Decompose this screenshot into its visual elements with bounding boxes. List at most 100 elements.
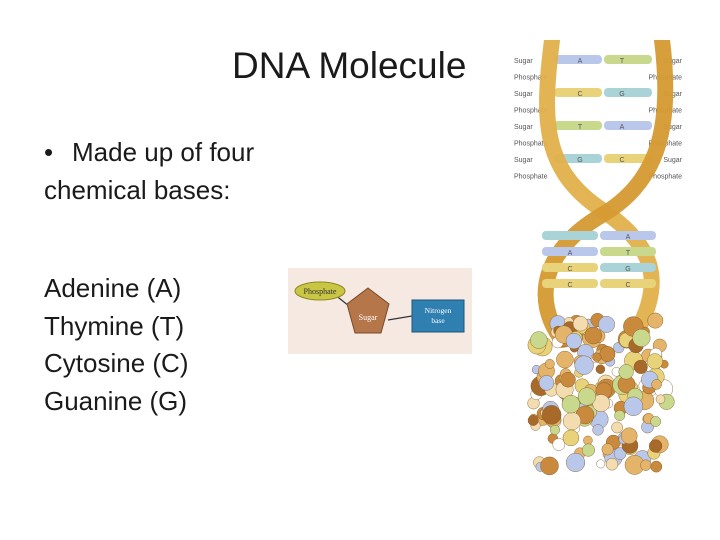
atom-sphere: [640, 459, 652, 471]
lower-pair-bar-left: [542, 247, 598, 256]
base-pair-letter-right: C: [619, 157, 624, 164]
atom-sphere: [596, 459, 606, 469]
bullet-point: •Made up of four chemical bases:: [44, 134, 324, 209]
ladder-label-right: Sugar: [663, 157, 682, 164]
lower-pair-bar-left: [542, 279, 598, 288]
nitrogen-base-label-1: Nitrogen: [425, 306, 452, 315]
base-pair-letter-left: T: [578, 124, 583, 131]
atom-sphere: [561, 395, 580, 414]
atom-sphere: [632, 328, 651, 347]
atom-sphere: [566, 452, 586, 472]
lower-pair-bar-left: [542, 231, 598, 240]
atom-sphere: [565, 332, 583, 350]
ladder-label-right: Phosphate: [649, 174, 683, 181]
atom-sphere: [611, 421, 623, 434]
atom-sphere: [563, 412, 582, 431]
atom-sphere: [592, 352, 602, 362]
ladder-label-left: Sugar: [514, 124, 533, 131]
atom-sphere: [577, 387, 596, 406]
base-pair-letter-left: A: [578, 58, 583, 65]
atom-sphere: [560, 372, 576, 388]
lower-pair-letter-right: T: [626, 250, 631, 257]
atom-sphere: [552, 438, 566, 451]
phosphate-shape: [294, 281, 346, 301]
bases-list: Adenine (A) Thymine (T) Cytosine (C) Gua…: [44, 270, 188, 421]
atom-sphere: [540, 456, 559, 476]
lower-pair-bar-right: [600, 279, 656, 288]
lower-pair-bar-left: [542, 263, 598, 272]
lower-pair-letter-right: A: [626, 234, 631, 241]
ladder-label-right: Sugar: [663, 124, 682, 131]
atom-sphere: [572, 316, 589, 332]
atom-sphere: [651, 379, 662, 390]
base-pair-bar-left: [554, 88, 602, 97]
base-cytosine: Cytosine (C): [44, 348, 189, 379]
atom-sphere: [613, 447, 627, 460]
base-pair-bar-right: [604, 88, 652, 97]
ladder-label-left: Sugar: [514, 91, 533, 98]
lower-pair-bar-right: [600, 231, 656, 240]
nitrogen-base-box: [411, 299, 465, 333]
atom-sphere: [581, 443, 595, 457]
atom-sphere: [530, 331, 548, 349]
backbone-strand-2: [537, 40, 674, 348]
sugar-pentagon: [346, 287, 390, 334]
atom-sphere: [649, 439, 663, 453]
base-pair-bar-right: [604, 55, 652, 64]
atom-sphere: [618, 364, 634, 380]
base-pair-letter-right: T: [620, 58, 625, 65]
bullet-icon: •: [44, 137, 54, 167]
atom-sphere: [584, 326, 603, 345]
lower-pair-letter-right: C: [625, 282, 630, 289]
atom-sphere: [562, 429, 580, 447]
base-pair-bar-left: [554, 55, 602, 64]
atom-sphere: [550, 424, 561, 435]
atom-sphere: [650, 416, 661, 427]
atom-sphere: [599, 346, 616, 362]
nucleotide-diagram: Phosphate Sugar Nitrogen base: [288, 268, 472, 354]
ladder-label-left: Phosphate: [514, 141, 548, 148]
atom-sphere: [646, 353, 663, 370]
base-pair-letter-left: C: [577, 91, 582, 98]
atom-sphere: [595, 364, 606, 374]
atom-sphere: [592, 424, 604, 436]
lower-pair-letter-left: C: [567, 282, 572, 289]
ladder-label-left: Sugar: [514, 58, 533, 65]
sugar-label: Sugar: [359, 313, 378, 322]
atom-sphere: [583, 435, 593, 446]
phosphate-label: Phosphate: [304, 287, 337, 296]
atom-sphere: [538, 375, 555, 391]
base-pair-bar-right: [604, 121, 652, 130]
ladder-label-left: Sugar: [514, 157, 533, 164]
atom-sphere: [633, 359, 648, 374]
atom-sphere: [541, 405, 562, 425]
ladder-label-left: Phosphate: [514, 75, 548, 82]
atom-sphere: [556, 350, 574, 369]
atom-sphere: [623, 396, 643, 416]
atom-sphere: [601, 443, 614, 456]
lower-pair-letter-right: G: [625, 266, 630, 273]
base-pair-letter-right: G: [619, 91, 624, 98]
nitrogen-base-label-2: base: [431, 316, 445, 325]
ladder-label-left: Phosphate: [514, 108, 548, 115]
lower-pair-letter-left: A: [568, 250, 573, 257]
base-pair-bar-right: [604, 154, 652, 163]
ladder-label-left: Phosphate: [514, 174, 548, 181]
atom-sphere: [527, 414, 539, 426]
atom-sphere: [650, 460, 663, 473]
base-pair-bar-left: [554, 121, 602, 130]
space-filling-model: [527, 312, 675, 476]
bullet-text: Made up of four chemical bases:: [44, 137, 255, 205]
atom-sphere: [614, 410, 626, 421]
atom-sphere: [598, 315, 616, 333]
lower-pair-bar-right: [600, 263, 656, 272]
base-adenine: Adenine (A): [44, 273, 182, 303]
atom-sphere: [647, 312, 664, 329]
lower-pair-bar-right: [600, 247, 656, 256]
slide-title: DNA Molecule: [232, 45, 467, 86]
base-thymine: Thymine (T): [44, 310, 185, 341]
atom-sphere: [620, 427, 638, 445]
base-pair-letter-right: A: [620, 124, 625, 131]
